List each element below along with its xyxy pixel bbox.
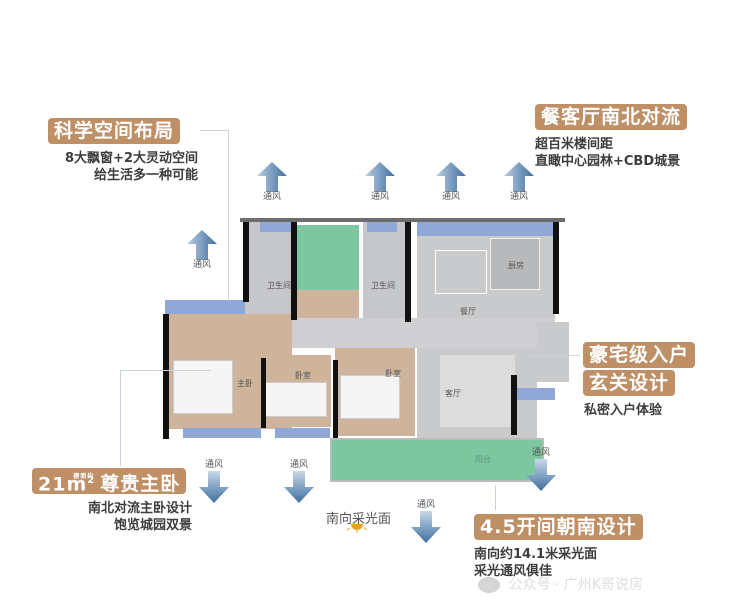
- callout-title-entrance-1: 豪宅级入户: [583, 342, 696, 368]
- callout-title-master: 21m2建面约尊贵主卧: [32, 468, 187, 496]
- sun-icon: [346, 524, 368, 533]
- window: [517, 388, 555, 400]
- ventilation-up: 通风: [255, 162, 289, 203]
- south-light-label: 南向采光面: [326, 512, 392, 527]
- bed-2: [265, 382, 327, 417]
- area-unit-sup: 2: [87, 475, 96, 486]
- ventilation-label: 通风: [370, 192, 389, 202]
- room-label-bathroom-2: 卫生间: [371, 281, 395, 290]
- ventilation-label: 通风: [262, 192, 281, 202]
- room-atrium-deck: [295, 290, 359, 318]
- wall: [243, 222, 249, 302]
- arrow-down-icon: [526, 459, 556, 491]
- room-balcony: [330, 438, 544, 482]
- callout-desc-master: 南北对流主卧设计 饱览城园双景: [40, 500, 192, 534]
- callout-line: 8大飘窗+2大灵动空间: [65, 151, 198, 166]
- ventilation-label: 通风: [204, 460, 223, 470]
- ventilation-down: 通风: [282, 460, 316, 503]
- leader-line: [495, 485, 497, 510]
- room-bathroom-1: [245, 222, 291, 320]
- living-rug: [440, 355, 515, 427]
- callout-line: 采光通风俱佳: [474, 564, 553, 579]
- callout-line: 南向约14.1米采光面: [474, 547, 598, 562]
- title-text: 尊贵主卧: [100, 473, 181, 496]
- callout-desc-north-south: 超百米楼间距 直瞰中心园林+CBD城景: [535, 136, 680, 170]
- wall: [163, 314, 169, 439]
- callout-desc-layout: 8大飘窗+2大灵动空间 给生活多一种可能: [48, 150, 198, 184]
- area-note: 建面约: [73, 473, 95, 481]
- callout-line: 直瞰中心园林+CBD城景: [535, 154, 681, 169]
- window: [165, 300, 245, 314]
- callout-line: 给生活多一种可能: [93, 168, 198, 183]
- room-label-dining: 餐厅: [460, 307, 476, 316]
- callout-title-north-south: 餐客厅南北对流: [535, 104, 688, 130]
- callout-line: 南北对流主卧设计: [87, 501, 192, 516]
- callout-line: 饱览城园双景: [113, 518, 192, 533]
- leader-line: [530, 355, 580, 357]
- room-label-bathroom-1: 卫生间: [267, 281, 291, 290]
- room-kitchen: [490, 238, 540, 290]
- room-bathroom-2: [363, 222, 409, 320]
- ventilation-up: 通风: [502, 162, 536, 203]
- ventilation-label: 通风: [531, 448, 550, 458]
- wall: [333, 360, 338, 438]
- ventilation-label: 通风: [441, 192, 460, 202]
- ventilation-label: 通风: [416, 500, 435, 510]
- wall: [291, 222, 297, 320]
- leader-line: [120, 370, 211, 466]
- bed-3: [340, 375, 400, 419]
- master-bed: [173, 360, 233, 414]
- wall: [405, 222, 411, 322]
- room-label-kitchen: 厨房: [508, 261, 524, 270]
- room-label-bedroom-2: 卧室: [295, 371, 311, 380]
- ventilation-label: 通风: [509, 192, 528, 202]
- ventilation-up: 通风: [185, 230, 219, 271]
- dining-table: [435, 250, 487, 294]
- room-label-living: 客厅: [445, 389, 461, 398]
- window: [275, 428, 330, 438]
- window: [183, 428, 261, 438]
- watermark: 公众号 · 广州K哥说房: [478, 574, 643, 594]
- window: [417, 222, 555, 236]
- arrow-up-icon: [504, 162, 534, 192]
- callout-title-entrance-2: 玄关设计: [583, 370, 676, 396]
- callout-desc-south: 南向约14.1米采光面 采光通风俱佳: [474, 546, 597, 580]
- room-label-bedroom-3: 卧室: [385, 369, 401, 378]
- arrow-down-icon: [284, 471, 314, 503]
- window: [260, 222, 292, 232]
- wall: [240, 218, 565, 222]
- wall: [261, 358, 266, 428]
- callout-line: 超百米楼间距: [535, 137, 614, 152]
- window: [367, 222, 397, 232]
- callout-title-layout: 科学空间布局: [48, 118, 181, 144]
- ventilation-up: 通风: [363, 162, 397, 203]
- callout-desc-entrance: 私密入户体验: [584, 403, 663, 418]
- ventilation-down: 通风: [409, 500, 443, 543]
- area-value: 21m: [38, 473, 88, 496]
- wechat-icon: [478, 577, 500, 593]
- room-atrium: [295, 225, 359, 290]
- callout-title-south: 4.5开间朝南设计: [474, 514, 643, 540]
- arrow-down-icon: [199, 471, 229, 503]
- ventilation-label: 通风: [289, 460, 308, 470]
- corridor: [290, 318, 555, 348]
- wall: [553, 222, 559, 314]
- floor-plan: 卫生间 卫生间 餐厅 厨房 主卧 卧室 卧室 客厅 阳台: [155, 210, 569, 482]
- arrow-up-icon: [436, 162, 466, 192]
- ventilation-up: 通风: [434, 162, 468, 203]
- arrow-up-icon: [365, 162, 395, 192]
- ventilation-down: 通风: [197, 460, 231, 503]
- arrow-up-icon: [257, 162, 287, 192]
- ventilation-label: 通风: [192, 260, 211, 270]
- watermark-text: 公众号 · 广州K哥说房: [508, 577, 643, 593]
- ventilation-down: 通风: [524, 448, 558, 491]
- room-label-master-bedroom: 主卧: [237, 379, 253, 388]
- leader-line: [200, 130, 229, 301]
- arrow-down-icon: [411, 511, 441, 543]
- wall: [511, 375, 517, 435]
- room-label-balcony: 阳台: [475, 455, 491, 464]
- room-entrance: [537, 322, 569, 382]
- arrow-up-icon: [187, 230, 217, 260]
